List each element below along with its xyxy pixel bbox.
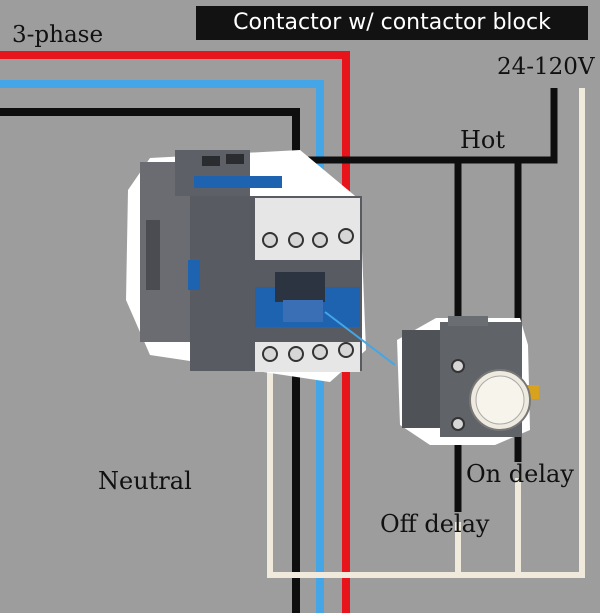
neutral-supply-wire xyxy=(267,88,585,578)
contactor-icon xyxy=(126,150,366,382)
phase-line-blue xyxy=(0,80,324,613)
off-delay-label: Off delay xyxy=(380,510,490,538)
supply-voltage-label: 24-120V xyxy=(497,54,595,80)
three-phase-lines xyxy=(0,51,350,613)
neutral-wiring xyxy=(267,88,585,578)
phase-line-red xyxy=(0,51,350,613)
neutral-label: Neutral xyxy=(98,467,192,495)
contactor-link-line xyxy=(324,311,396,366)
on-delay-label: On delay xyxy=(466,460,574,488)
terminal-screw-icon xyxy=(262,228,354,362)
diagram-title: Contactor w/ contactor block xyxy=(196,6,588,40)
hot-label: Hot xyxy=(460,126,506,154)
phase-line-black xyxy=(0,108,300,613)
three-phase-label: 3-phase xyxy=(12,22,104,48)
timer-knob-icon xyxy=(469,369,531,431)
